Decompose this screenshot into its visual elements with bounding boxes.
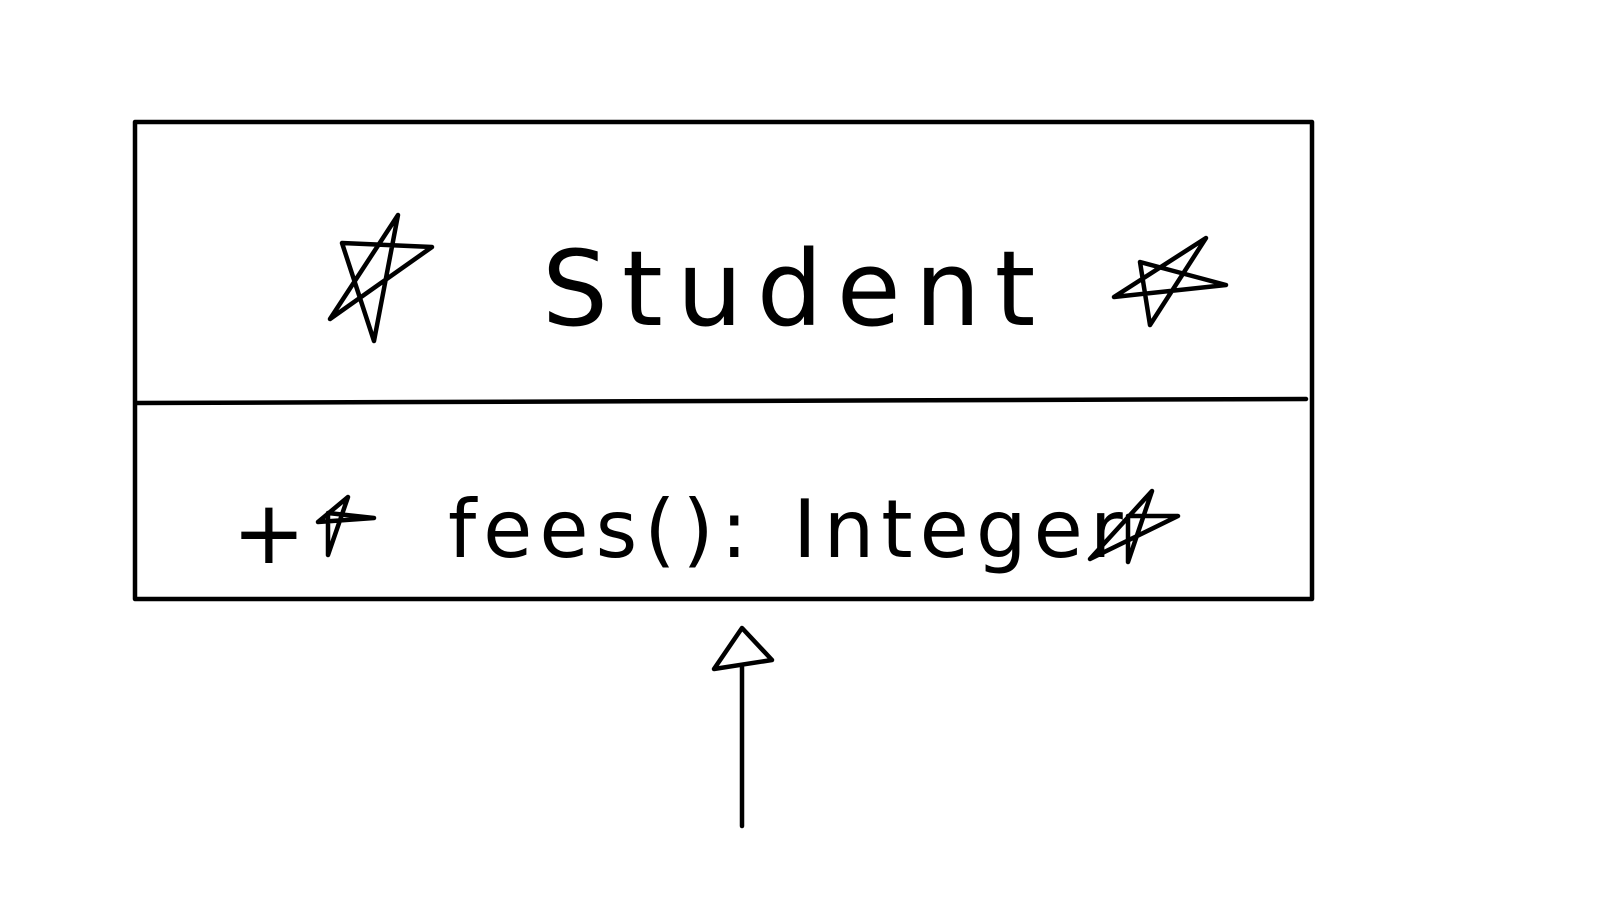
operation-visibility: + — [232, 481, 306, 584]
class-name: Student — [542, 228, 1049, 350]
abstract-star-icon — [315, 494, 377, 558]
operations-compartment: + fees(): Integer — [232, 481, 1181, 584]
name-compartment: Student — [327, 212, 1229, 350]
abstract-star-icon — [1087, 488, 1181, 565]
operation-signature: fees(): — [448, 483, 755, 576]
abstract-star-icon — [327, 212, 435, 344]
generalization-arrow — [711, 625, 775, 829]
class-box-outline — [132, 119, 1315, 602]
hollow-triangle-arrowhead-icon — [711, 625, 775, 672]
abstract-star-icon — [1111, 235, 1229, 328]
operation-return-type: Integer — [793, 483, 1130, 576]
class-box — [132, 119, 1315, 602]
compartment-divider — [133, 396, 1309, 406]
